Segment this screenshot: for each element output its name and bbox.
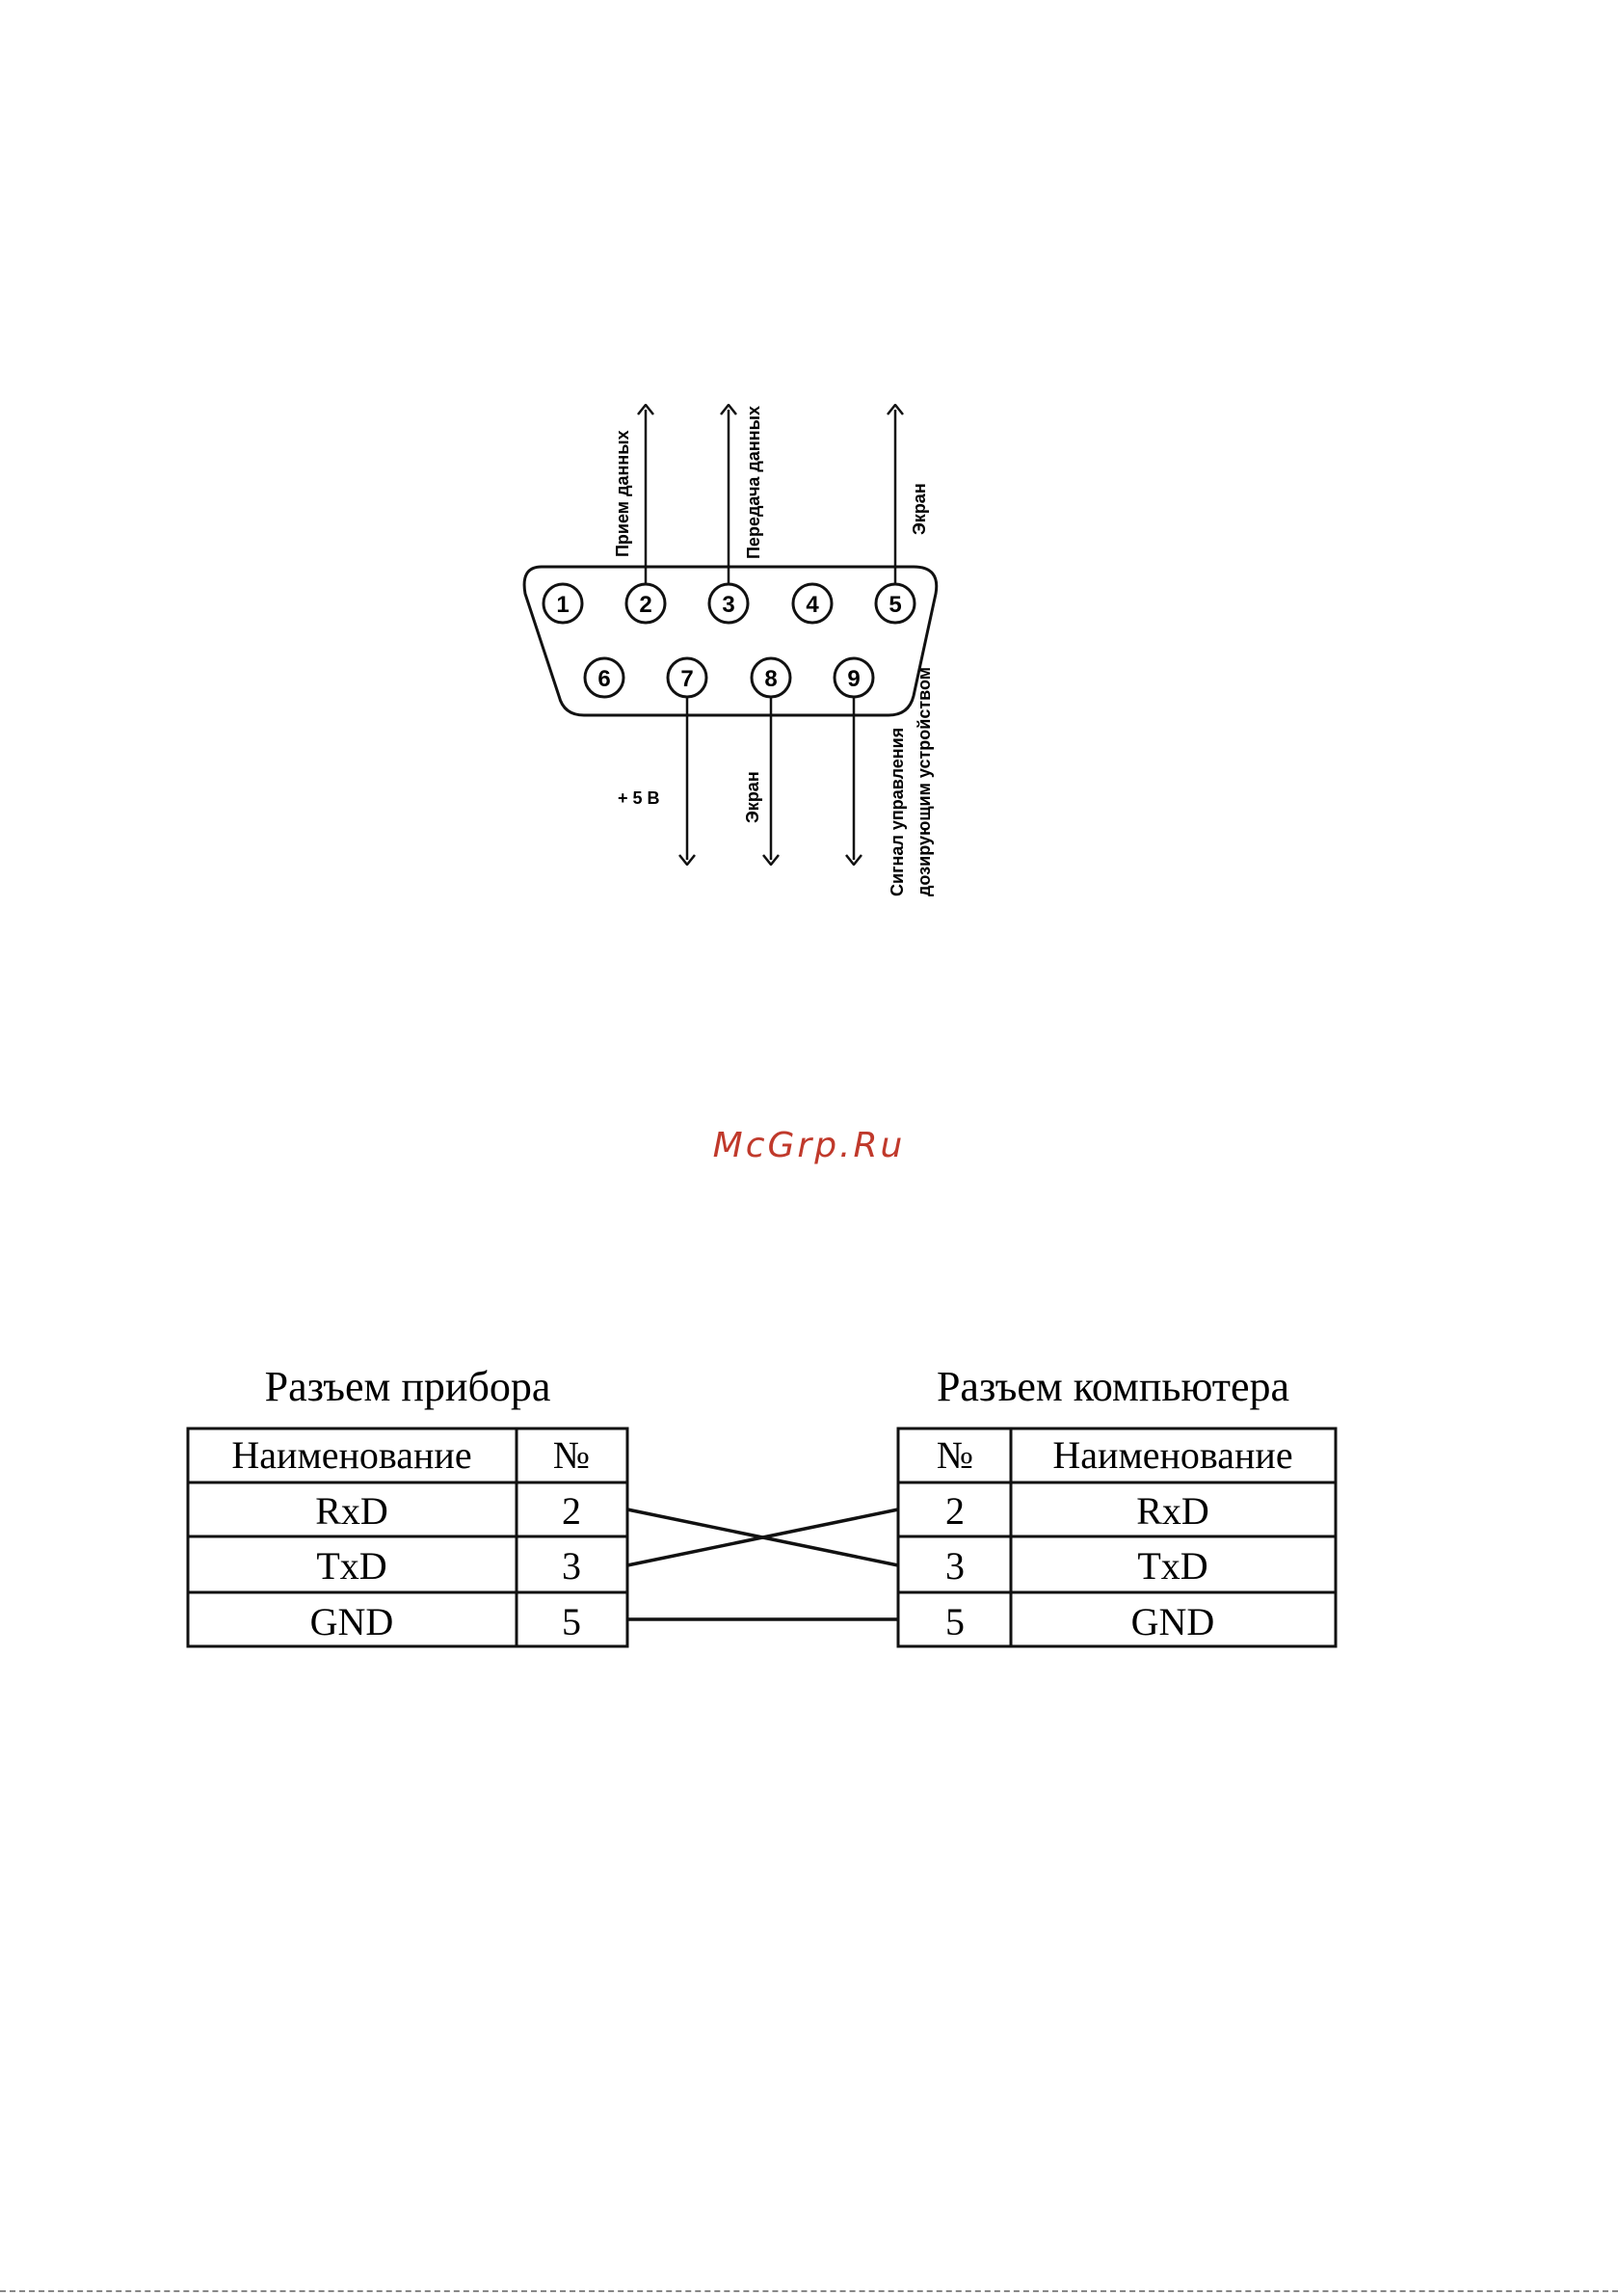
label-pin9-line1: Сигнал управления: [888, 728, 907, 896]
computer-header-name: Наименование: [1052, 1433, 1292, 1477]
label-pin9-line2: дозирующим устройством: [915, 667, 934, 896]
device-header-name: Наименование: [231, 1433, 471, 1477]
pin-3: 3: [709, 584, 748, 623]
device-table-title: Разъем прибора: [265, 1363, 551, 1410]
svg-text:8: 8: [764, 666, 777, 692]
label-pin7: + 5 В: [618, 788, 660, 808]
device-header-num: №: [553, 1433, 590, 1477]
svg-text:5: 5: [889, 592, 901, 618]
computer-row-num: 5: [945, 1600, 965, 1643]
svg-text:3: 3: [722, 592, 734, 618]
pin-9: 9: [835, 658, 873, 697]
device-row-num: 5: [562, 1600, 581, 1643]
device-row-num: 3: [562, 1544, 581, 1588]
pin-8: 8: [752, 658, 790, 697]
computer-table-title: Разъем компьютера: [937, 1363, 1289, 1410]
computer-row-name: RxD: [1136, 1489, 1209, 1533]
computer-header-num: №: [937, 1433, 973, 1477]
pin-2: 2: [626, 584, 665, 623]
svg-text:2: 2: [639, 592, 651, 618]
svg-text:7: 7: [680, 666, 693, 692]
label-pin5: Экран: [910, 483, 929, 535]
label-pin2: Прием данных: [613, 430, 632, 557]
label-pin8: Экран: [743, 771, 762, 823]
pin-4: 4: [793, 584, 832, 623]
computer-row-num: 2: [945, 1489, 965, 1533]
computer-row-name: GND: [1131, 1600, 1215, 1643]
pin-6: 6: [585, 658, 623, 697]
computer-row-num: 3: [945, 1544, 965, 1588]
device-row-name: RxD: [315, 1489, 388, 1533]
svg-text:4: 4: [806, 592, 819, 618]
pin-7: 7: [668, 658, 706, 697]
watermark: McGrp.Ru: [0, 1126, 1618, 1165]
label-pin3: Передача данных: [744, 406, 763, 559]
computer-row-name: TxD: [1137, 1544, 1207, 1588]
device-row-name: GND: [310, 1600, 394, 1643]
device-row-name: TxD: [316, 1544, 386, 1588]
page-bottom-edge: [0, 2290, 1618, 2292]
svg-text:1: 1: [556, 592, 569, 618]
svg-text:9: 9: [847, 666, 860, 692]
pin-5: 5: [876, 584, 915, 623]
device-row-num: 2: [562, 1489, 581, 1533]
svg-text:6: 6: [597, 666, 610, 692]
wiring-diagram: Разъем прибора Наименование № RxD 2 TxD …: [0, 1330, 1618, 1716]
pin-1: 1: [544, 584, 582, 623]
db9-connector-diagram: 1 2 3 4 5 6 7 8: [0, 0, 1618, 964]
